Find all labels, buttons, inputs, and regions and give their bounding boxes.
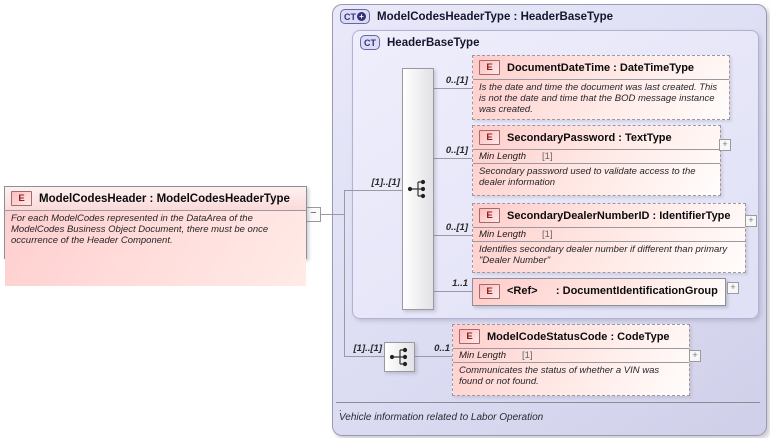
sequence-icon (407, 179, 426, 199)
element-title: SecondaryPassword : TextType (507, 131, 672, 144)
panel-modelcodesheadertype-header: CT + ModelCodesHeaderType : HeaderBaseTy… (340, 9, 613, 24)
cardinality-label: 0..1 (434, 343, 450, 354)
facet-row: Min Length [1] (473, 150, 720, 164)
facet-row: Min Length [1] (453, 349, 689, 363)
connector-line (432, 88, 472, 89)
facet-value: [1] (542, 229, 553, 240)
element-icon: E (11, 191, 32, 206)
element-box-secondarypassword[interactable]: E SecondaryPassword : TextType Min Lengt… (472, 125, 721, 196)
panel-title: HeaderBaseType (387, 36, 480, 49)
sequence-compositor-box[interactable] (384, 342, 415, 372)
connector-line (344, 356, 384, 357)
element-box-documentdatetime[interactable]: E DocumentDateTime : DateTimeType Is the… (472, 55, 730, 120)
facet-row: Min Length [1] (473, 228, 745, 242)
facet-value: [1] (522, 350, 533, 361)
facet-name: Min Length (479, 151, 527, 162)
element-title: ModelCodesHeader : ModelCodesHeaderType (39, 192, 290, 205)
complextype-icon: CT (360, 35, 380, 50)
divider (5, 210, 306, 211)
expand-button[interactable]: + (689, 350, 701, 362)
complextype-derived-icon: CT + (340, 9, 370, 24)
element-title: ModelCodeStatusCode : CodeType (487, 330, 670, 343)
element-box-modelcodesheader[interactable]: E ModelCodesHeader : ModelCodesHeaderTyp… (4, 186, 307, 286)
connector-line (432, 291, 472, 292)
sequence-icon (389, 347, 407, 367)
panel-title: ModelCodesHeaderType : HeaderBaseType (377, 10, 614, 23)
facet-name: Min Length (479, 229, 527, 240)
connector-line (414, 356, 452, 357)
panel-headerbasetype-header: CT HeaderBaseType (360, 35, 479, 50)
panel-annotation: Vehicle information related to Labor Ope… (339, 412, 544, 423)
element-icon: E (479, 208, 500, 223)
expand-button[interactable]: + (727, 282, 739, 294)
connector-line (344, 190, 402, 191)
facet-value: [1] (542, 151, 553, 162)
footer-divider (336, 402, 760, 403)
cardinality-label: 0..[1] (445, 75, 468, 86)
element-title: DocumentDateTime : DateTimeType (507, 61, 695, 74)
connector-line (432, 235, 472, 236)
element-icon: E (479, 130, 500, 145)
footer-dot: . (339, 403, 342, 413)
element-box-secondarydealernumberid[interactable]: E SecondaryDealerNumberID : IdentifierTy… (472, 203, 746, 273)
element-annotation: Communicates the status of whether a VIN… (459, 365, 660, 387)
element-box-ref-documentidentificationgroup[interactable]: E <Ref> : DocumentIdentificationGroup (472, 278, 726, 306)
element-box-modelcodestatuscode[interactable]: E ModelCodeStatusCode : CodeType Min Len… (452, 324, 690, 396)
cardinality-label: [1]..[1] (371, 177, 401, 188)
connector-line (305, 214, 345, 215)
cardinality-label: 0..[1] (445, 145, 468, 156)
connector-line (432, 158, 472, 159)
connector-trunk (344, 190, 345, 356)
cardinality-label: [1]..[1] (353, 343, 383, 354)
element-icon: E (479, 60, 500, 75)
sequence-compositor-bar[interactable] (402, 68, 434, 310)
element-annotation: Secondary password used to validate acce… (479, 166, 696, 188)
element-icon: E (459, 329, 480, 344)
element-title: <Ref> : DocumentIdentificationGroup (507, 285, 718, 297)
divider (473, 227, 745, 228)
cardinality-label: 0..[1] (445, 222, 468, 233)
expand-button[interactable]: + (719, 139, 731, 151)
divider (473, 79, 729, 80)
element-annotation: Identifies secondary dealer number if di… (479, 244, 728, 266)
divider (473, 149, 720, 150)
facet-name: Min Length (459, 350, 507, 361)
expand-button[interactable]: + (745, 215, 757, 227)
element-annotation: For each ModelCodes represented in the D… (5, 211, 306, 286)
collapse-button[interactable]: − (306, 207, 321, 222)
element-title: SecondaryDealerNumberID : IdentifierType (507, 209, 731, 222)
cardinality-label: 1..1 (452, 278, 468, 289)
divider (453, 348, 689, 349)
plus-derivation-icon: + (357, 12, 366, 21)
element-annotation: Is the date and time the document was la… (479, 82, 718, 115)
element-icon: E (479, 283, 500, 299)
